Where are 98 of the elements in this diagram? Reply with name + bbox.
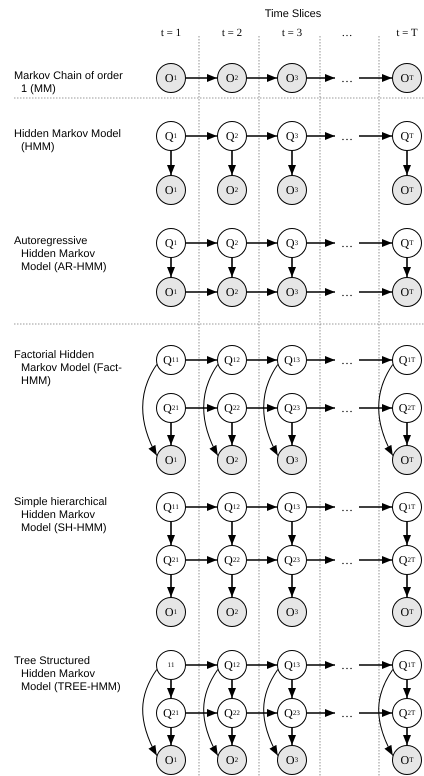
row-label: Tree Structured Hidden Markov Model (TREE-HMM) <box>14 655 122 694</box>
arrow <box>288 522 296 545</box>
arrow <box>247 132 277 140</box>
arrow <box>186 556 217 564</box>
arrow <box>247 239 277 247</box>
arrow <box>228 258 236 277</box>
ellipsis: … <box>337 286 357 298</box>
arrow <box>203 669 218 756</box>
row-label: Simple hierarchical Hidden Markov Model (SH-HMM) <box>14 496 108 535</box>
arrow <box>186 709 217 717</box>
arrow <box>288 728 296 745</box>
arrow <box>167 151 175 175</box>
arrow <box>247 709 277 717</box>
row-label: Factorial Hidden Markov Model (Fact-HMM) <box>14 349 123 388</box>
arrow <box>247 503 277 511</box>
arrow <box>403 575 411 597</box>
axis-title: Time Slices <box>264 8 322 21</box>
arrow <box>186 239 217 247</box>
ellipsis: … <box>337 237 357 249</box>
arrow <box>186 288 217 296</box>
arrow <box>378 364 394 456</box>
ellipsis: … <box>337 659 357 671</box>
arrow <box>403 680 411 698</box>
arrow <box>167 522 175 545</box>
arrow <box>403 423 411 445</box>
row-label: Markov Chain of order 1 (MM) <box>14 70 124 96</box>
column-label: … <box>342 27 352 40</box>
arrow <box>247 74 277 82</box>
ellipsis: … <box>337 707 357 719</box>
arrow <box>247 556 277 564</box>
arrow <box>247 356 277 364</box>
arrow <box>403 151 411 175</box>
ellipsis: … <box>337 554 357 566</box>
arrow <box>288 423 296 445</box>
arrow <box>186 661 217 669</box>
arrow <box>307 556 335 564</box>
column-label: t = 1 <box>160 27 182 40</box>
arrow <box>307 356 335 364</box>
arrow <box>228 151 236 175</box>
column-label: t = T <box>396 27 418 40</box>
arrow <box>307 239 335 247</box>
arrow <box>142 669 158 756</box>
arrow <box>307 288 335 296</box>
arrow <box>228 680 236 698</box>
ellipsis: … <box>337 130 357 142</box>
arrow <box>167 423 175 445</box>
column-label: t = 2 <box>222 27 242 40</box>
arrow <box>403 522 411 545</box>
arrow <box>263 669 278 756</box>
arrow <box>228 423 236 445</box>
arrow <box>359 74 392 82</box>
arrow <box>359 132 392 140</box>
arrow <box>359 356 392 364</box>
arrow <box>186 404 217 412</box>
arrow <box>403 728 411 745</box>
row-label: Hidden Markov Model (HMM) <box>14 128 122 154</box>
arrow <box>307 709 335 717</box>
arrow <box>359 404 392 412</box>
arrow <box>263 364 278 456</box>
arrow <box>378 669 394 756</box>
arrow <box>247 404 277 412</box>
arrow <box>186 74 217 82</box>
arrow <box>228 728 236 745</box>
arrow <box>203 364 218 456</box>
arrow <box>288 258 296 277</box>
arrow <box>359 661 392 669</box>
ellipsis: … <box>337 501 357 513</box>
arrow <box>228 575 236 597</box>
arrow <box>288 680 296 698</box>
arrow <box>359 288 392 296</box>
arrow <box>186 132 217 140</box>
arrow <box>186 503 217 511</box>
arrow <box>167 680 175 698</box>
ellipsis: … <box>337 402 357 414</box>
arrow <box>167 575 175 597</box>
arrow <box>288 575 296 597</box>
arrow <box>403 258 411 277</box>
arrow <box>307 132 335 140</box>
arrow <box>288 151 296 175</box>
arrow <box>359 709 392 717</box>
ellipsis: … <box>337 72 357 84</box>
arrow <box>167 728 175 745</box>
row-label: Autoregressive Hidden Markov Model (AR-HMM) <box>14 235 108 274</box>
arrow <box>307 503 335 511</box>
arrow <box>359 556 392 564</box>
arrow <box>142 364 158 456</box>
arrow <box>247 661 277 669</box>
arrow <box>228 522 236 545</box>
arrow <box>186 356 217 364</box>
arrow <box>307 404 335 412</box>
ellipsis: … <box>337 354 357 366</box>
arrow <box>247 288 277 296</box>
arrow <box>307 74 335 82</box>
arrow <box>167 258 175 277</box>
arrow <box>359 239 392 247</box>
arrow <box>307 661 335 669</box>
arrow <box>359 503 392 511</box>
column-label: t = 3 <box>282 27 302 40</box>
